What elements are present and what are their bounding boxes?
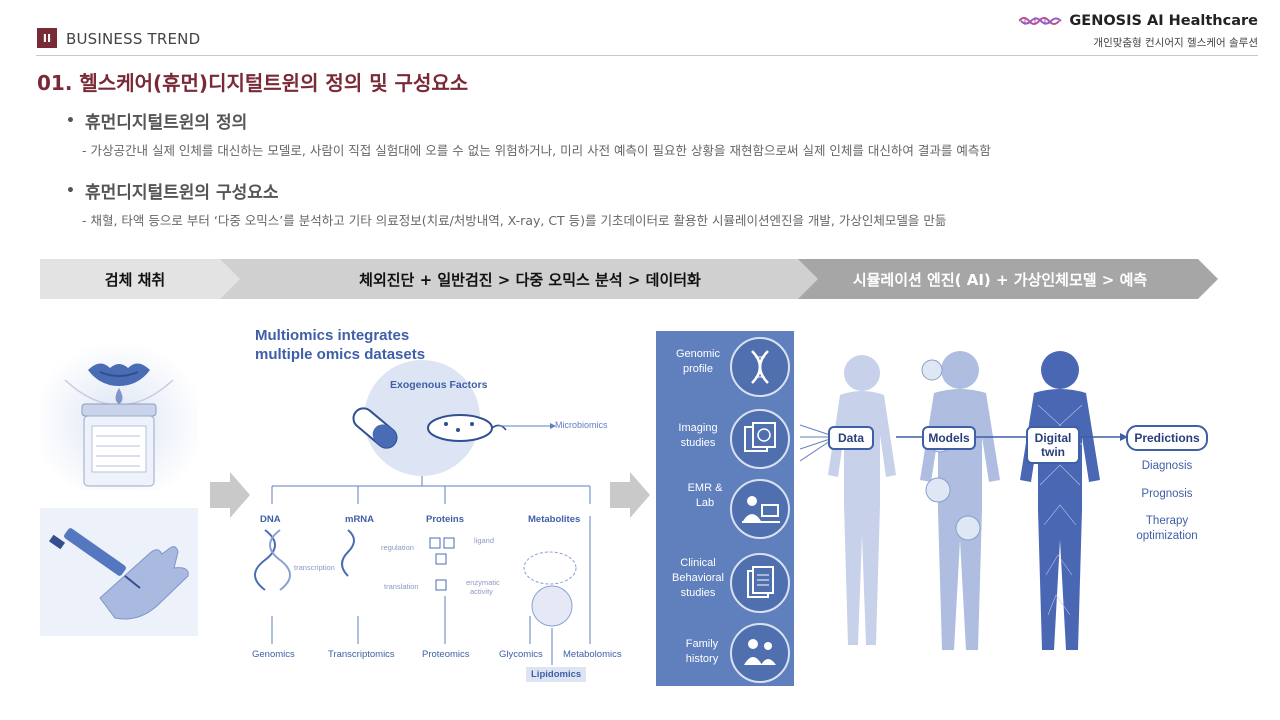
source-genomic-label: Genomic profile [675, 348, 721, 375]
stage-data-box: Data [828, 426, 874, 450]
data-sources-panel: Genomic profile Imaging studies EMR & La… [656, 331, 794, 686]
multiomics-diagram: Multiomics integrates multiple omics dat… [250, 320, 630, 690]
section-desc-components: - 채혈, 타액 등으로 부터 ‘다중 오믹스’를 분석하고 기타 의료정보(치… [82, 213, 947, 228]
process-step-3: 시뮬레이션 엔진( AI) + 가상인체모델 > 예측 [852, 270, 1148, 289]
process-enzymatic: enzymatic [466, 578, 500, 587]
process-ligand: ligand [474, 536, 495, 545]
process-arrow-2-shape [40, 259, 818, 299]
multiomics-title-line2: multiple omics datasets [255, 346, 426, 363]
saliva-sample-image [40, 340, 198, 490]
section-label: BUSINESS TREND [66, 30, 201, 48]
blood-draw-image [40, 508, 198, 636]
source-emr-label: EMR & Lab [687, 482, 723, 509]
source-family-label: Family history [685, 638, 719, 665]
dna-icon [730, 337, 790, 397]
brain-scan-icon [730, 409, 790, 469]
exogenous-factors-label: Exogenous Factors [390, 379, 488, 391]
multiomics-graphic [254, 360, 591, 665]
flow-arrow-icon [210, 472, 250, 518]
process-arrow-1-shape [40, 259, 240, 299]
process-step-2: 체외진단 + 일반검진 > 다중 오믹스 분석 > 데이터화 [359, 270, 701, 289]
bullet-icon: • [66, 182, 75, 199]
digital-twin-graphic [800, 351, 1128, 650]
family-icon [730, 623, 790, 683]
outcome-prognosis: Prognosis [1141, 488, 1193, 500]
process-regulation: regulation [381, 543, 414, 552]
source-imaging-label: Imaging studies [678, 422, 718, 449]
brand-name: GENOSIS AI Healthcare [1069, 13, 1258, 29]
column-dna: DNA [260, 514, 281, 525]
column-mrna: mRNA [345, 514, 375, 525]
output-metabolomics: Metabolomics [563, 649, 622, 660]
document-icon [730, 553, 790, 613]
brand-logo-icon [1019, 17, 1063, 25]
outcome-diagnosis: Diagnosis [1141, 460, 1193, 472]
predictions-box: Predictions [1126, 425, 1208, 451]
section-heading-definition: • 휴먼디지털트윈의 정의 [66, 108, 248, 134]
column-proteins: Proteins [426, 514, 465, 525]
stage-digital-twin-box: Digital twin [1026, 426, 1080, 464]
digital-twin-diagram: Data Models Digital twin Predictions Dia… [800, 345, 1220, 675]
process-step-1: 검체 채취 [104, 270, 166, 289]
output-lipidomics: Lipidomics [526, 667, 587, 682]
multiomics-title: Multiomics integrates multiple omics dat… [255, 326, 425, 364]
section-badge: II [37, 28, 57, 48]
process-arrows [40, 259, 1218, 299]
output-genomics: Genomics [252, 649, 295, 660]
column-metabolites: Metabolites [528, 514, 581, 525]
output-glycomics: Glycomics [499, 649, 543, 660]
output-transcriptomics: Transcriptomics [328, 649, 395, 660]
multiomics-title-line1: Multiomics integrates [255, 327, 410, 344]
process-transcription: transcription [294, 563, 335, 572]
page-title: 01. 헬스케어(휴먼)디지털트윈의 정의 및 구성요소 [37, 71, 469, 95]
section-heading-text: 휴먼디지털트윈의 구성요소 [84, 183, 279, 203]
brand-subtitle: 개인맞춤형 컨시어지 헬스케어 솔루션 [1093, 37, 1258, 49]
output-proteomics: Proteomics [422, 649, 470, 660]
process-activity: activity [470, 587, 493, 596]
outcome-therapy-optimization: Therapy optimization [1136, 515, 1198, 542]
brand: GENOSIS AI Healthcare [1019, 13, 1258, 29]
flow-arrow-icon [610, 472, 650, 518]
process-translation: translation [384, 582, 419, 591]
stage-models-box: Models [922, 426, 976, 450]
microbiomics-label: Microbiomics [555, 420, 608, 430]
section-heading-components: • 휴먼디지털트윈의 구성요소 [66, 178, 279, 204]
doctor-computer-icon [730, 479, 790, 539]
source-clinical-label: Clinical Behavioral studies [672, 557, 724, 599]
bullet-icon: • [66, 112, 75, 129]
section-heading-text: 휴먼디지털트윈의 정의 [84, 113, 248, 133]
header-divider [36, 55, 1258, 56]
section-desc-definition: - 가상공간내 실제 인체를 대신하는 모델로, 사람이 직접 실험대에 오를 … [82, 143, 991, 158]
source-icons [730, 337, 790, 683]
